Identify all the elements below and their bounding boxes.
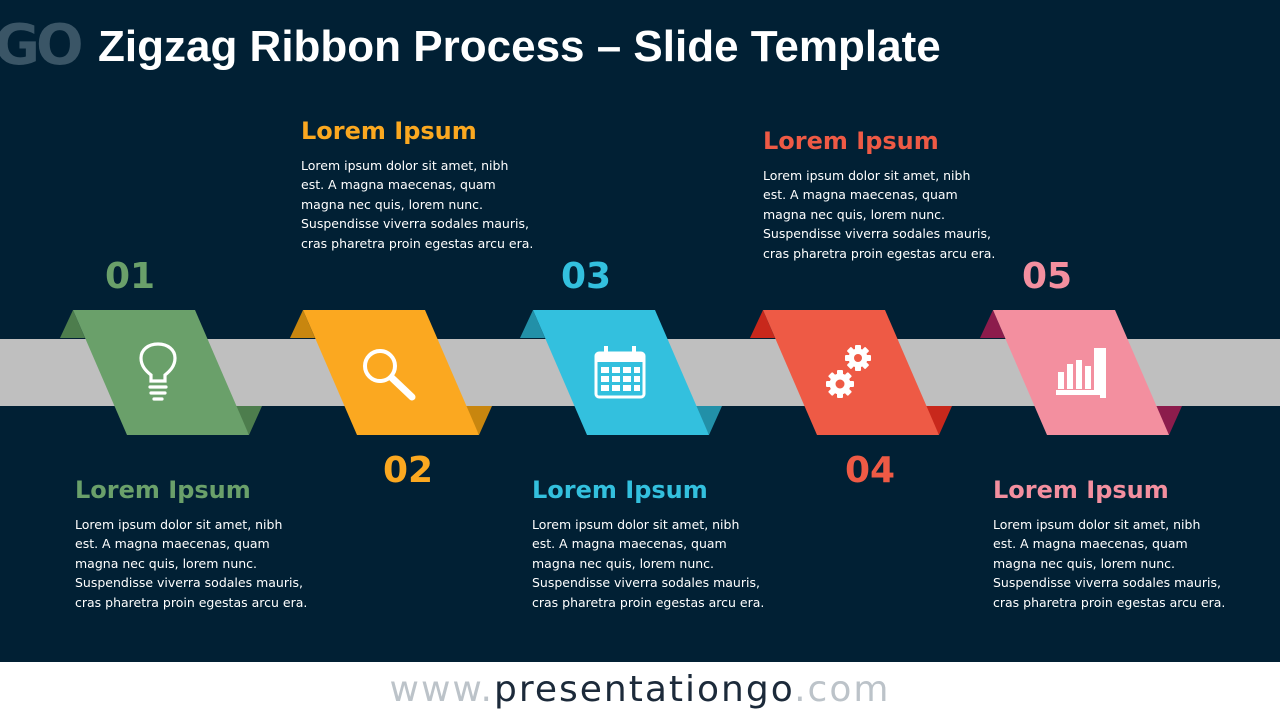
lightbulb-icon xyxy=(139,342,177,401)
magnifier-icon xyxy=(363,349,416,401)
ribbon-step-4 xyxy=(750,310,952,435)
ribbon-fold-right-2 xyxy=(465,406,492,435)
ribbon-fold-right-3 xyxy=(695,406,722,435)
ribbon-step-1 xyxy=(60,310,262,435)
ribbon-diagram xyxy=(60,310,1182,435)
ribbon-panel-1 xyxy=(73,310,249,435)
calendar-icon xyxy=(594,346,646,399)
step-description-5: Lorem ipsum dolor sit amet, nibh est. A … xyxy=(993,517,1226,610)
ribbon-fold-left-1 xyxy=(60,310,85,338)
ribbon-fold-right-5 xyxy=(1155,406,1182,435)
logo-fragment: GO xyxy=(0,13,84,78)
ribbon-fold-left-5 xyxy=(980,310,1005,338)
ribbon-panel-4 xyxy=(763,310,939,435)
step-heading-2: Lorem Ipsum xyxy=(301,117,477,145)
step-description-2: Lorem ipsum dolor sit amet, nibh est. A … xyxy=(301,158,534,251)
footer-prefix: www. xyxy=(389,669,494,710)
step-number-5: 05 xyxy=(1022,256,1073,297)
step-text-block-3: Lorem Ipsum Lorem ipsum dolor sit amet, … xyxy=(532,475,777,612)
step-heading-5: Lorem Ipsum xyxy=(993,476,1169,504)
ribbon-panel-2 xyxy=(303,310,479,435)
step-number-1: 01 xyxy=(105,256,156,297)
step-text-block-1: Lorem Ipsum Lorem ipsum dolor sit amet, … xyxy=(75,475,320,612)
step-description-1: Lorem ipsum dolor sit amet, nibh est. A … xyxy=(75,517,308,610)
step-heading-3: Lorem Ipsum xyxy=(532,476,708,504)
gears-icon xyxy=(826,345,871,398)
ribbon-fold-left-4 xyxy=(750,310,775,338)
slide-title: Zigzag Ribbon Process – Slide Template xyxy=(98,22,941,71)
ribbon-fold-left-3 xyxy=(520,310,545,338)
step-number-3: 03 xyxy=(561,256,612,297)
step-number-4: 04 xyxy=(845,450,896,491)
step-text-block-2: Lorem Ipsum Lorem ipsum dolor sit amet, … xyxy=(301,116,546,253)
footer-brand: presentationgo xyxy=(494,669,795,710)
step-number-2: 02 xyxy=(383,450,434,491)
ribbon-step-5 xyxy=(980,310,1182,435)
ribbon-panel-3 xyxy=(533,310,709,435)
step-description-3: Lorem ipsum dolor sit amet, nibh est. A … xyxy=(532,517,765,610)
footer-url[interactable]: www.presentationgo.com xyxy=(0,662,1280,720)
step-text-block-5: Lorem Ipsum Lorem ipsum dolor sit amet, … xyxy=(993,475,1238,612)
step-heading-1: Lorem Ipsum xyxy=(75,476,251,504)
ribbon-fold-right-4 xyxy=(925,406,952,435)
ribbon-fold-left-2 xyxy=(290,310,315,338)
ribbon-fold-right-1 xyxy=(235,406,262,435)
ribbon-step-2 xyxy=(290,310,492,435)
footer-suffix: .com xyxy=(794,669,891,710)
step-heading-4: Lorem Ipsum xyxy=(763,127,939,155)
ribbon-step-3 xyxy=(520,310,722,435)
bar-chart-icon xyxy=(1056,348,1106,398)
slide: GO Zigzag Ribbon Process – Slide Templat… xyxy=(0,0,1280,662)
step-description-4: Lorem ipsum dolor sit amet, nibh est. A … xyxy=(763,168,996,261)
step-text-block-4: Lorem Ipsum Lorem ipsum dolor sit amet, … xyxy=(763,126,1008,263)
